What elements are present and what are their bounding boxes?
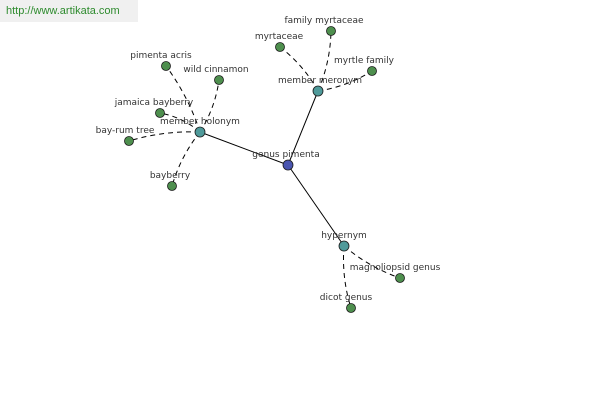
edge-member-holonym-bay-rum-tree	[128, 131, 201, 142]
label-genus-pimenta: genus pimenta	[252, 150, 319, 160]
label-bay-rum-tree: bay-rum tree	[96, 126, 155, 136]
graph-nodes	[124, 26, 405, 313]
edge-genus-pimenta-member-holonym	[199, 131, 289, 166]
node-dicot-genus[interactable]	[346, 303, 356, 313]
label-wild-cinnamon: wild cinnamon	[183, 65, 248, 75]
edge-genus-pimenta-hypernym	[287, 164, 345, 247]
label-dicot-genus: dicot genus	[320, 293, 373, 303]
edge-hypernym-dicot-genus	[343, 245, 352, 309]
node-bayberry[interactable]	[167, 181, 177, 191]
node-member-holonym[interactable]	[194, 126, 206, 138]
node-myrtaceae[interactable]	[275, 42, 285, 52]
label-myrtaceae: myrtaceae	[255, 32, 304, 42]
edge-hypernym-magnoliopsid-genus	[343, 245, 401, 279]
label-bayberry: bayberry	[150, 171, 191, 181]
label-member-meronym: member meronym	[278, 76, 362, 86]
node-bay-rum-tree[interactable]	[124, 136, 134, 146]
node-wild-cinnamon[interactable]	[214, 75, 224, 85]
node-hypernym[interactable]	[338, 240, 350, 252]
label-pimenta-acris: pimenta acris	[130, 51, 192, 61]
node-member-meronym[interactable]	[312, 85, 324, 97]
label-hypernym: hypernym	[321, 231, 367, 241]
label-magnoliopsid-genus: magnoliopsid genus	[350, 263, 441, 273]
graph-labels: genus pimenta member holonym member merony…	[96, 16, 441, 303]
label-myrtle-family: myrtle family	[334, 56, 395, 66]
node-myrtle-family[interactable]	[367, 66, 377, 76]
edge-genus-pimenta-member-meronym	[287, 90, 319, 166]
graph-edges	[128, 30, 401, 309]
edge-member-holonym-bayberry	[171, 131, 201, 187]
node-pimenta-acris[interactable]	[161, 61, 171, 71]
label-family-myrtaceae: family myrtaceae	[284, 16, 363, 26]
node-genus-pimenta[interactable]	[282, 159, 294, 171]
node-family-myrtaceae[interactable]	[326, 26, 336, 36]
node-jamaica-bayberry[interactable]	[155, 108, 165, 118]
watermark-url: http://www.artikata.com	[0, 0, 138, 22]
node-magnoliopsid-genus[interactable]	[395, 273, 405, 283]
label-jamaica-bayberry: jamaica bayberry	[114, 98, 194, 108]
edge-member-holonym-pimenta-acris	[165, 65, 201, 133]
label-member-holonym: member holonym	[160, 117, 240, 127]
edge-member-meronym-family-myrtaceae	[317, 30, 332, 92]
